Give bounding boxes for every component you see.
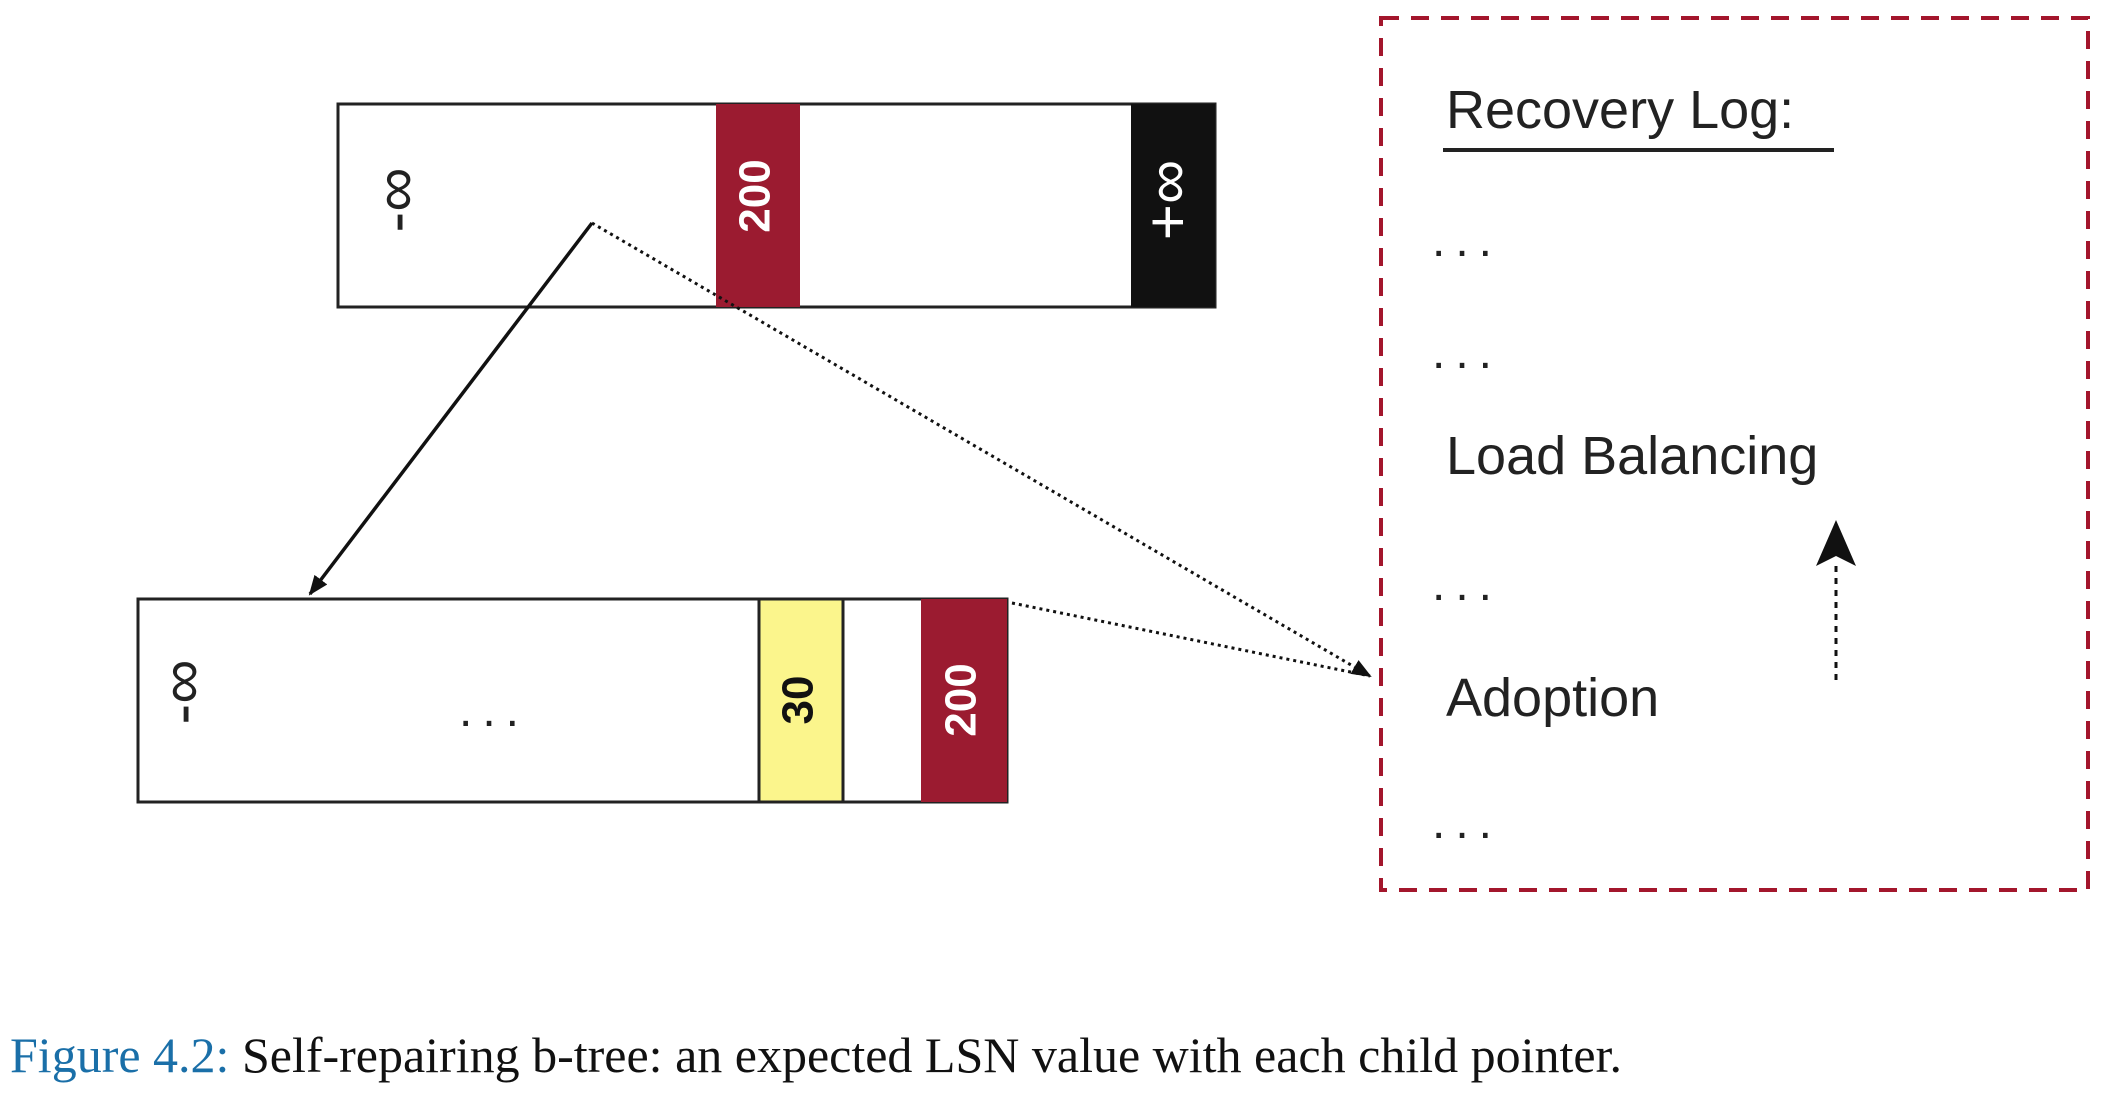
child-left-key: -∞: [147, 660, 216, 725]
parent-right-key: +∞: [1133, 160, 1202, 240]
log-order-arrowhead: [1816, 520, 1856, 566]
child-node: -∞ ... 30 200: [136, 597, 1009, 804]
figure-caption-label: Figure 4.2:: [10, 1027, 229, 1083]
recovery-log-title: Recovery Log:: [1446, 80, 1794, 140]
parent-separator-key: 200: [731, 159, 780, 232]
child-node-box: [136, 597, 1009, 804]
child-to-log-dotted-arrow: [1011, 601, 1371, 678]
child-yellow-key: 30: [774, 676, 823, 725]
child-pointer-arrow: [308, 221, 594, 596]
recovery-log: Recovery Log: ... ... Load Balancing ...…: [1379, 16, 2090, 892]
child-ellipsis: ...: [459, 684, 529, 737]
parent-node: -∞ 200 +∞: [336, 102, 1217, 309]
recovery-log-border: [1379, 16, 2090, 892]
child-yellow-key-cell: [757, 597, 845, 804]
child-lsn-cell: [921, 599, 1007, 802]
parent-right-key-cell: [1131, 104, 1215, 307]
recovery-log-entry: ...: [1432, 214, 1502, 267]
parent-left-key: -∞: [361, 168, 430, 233]
parent-separator-key-cell: [716, 104, 800, 307]
recovery-log-entry-adoption: Adoption: [1446, 668, 1659, 728]
child-expected-lsn: 200: [937, 663, 986, 736]
recovery-log-entry-load-balancing: Load Balancing: [1446, 426, 1818, 486]
figure-caption-text: Self-repairing b-tree: an expected LSN v…: [229, 1027, 1622, 1083]
recovery-log-entry: ...: [1432, 796, 1502, 849]
recovery-log-entry: ...: [1432, 326, 1502, 379]
recovery-log-entry: ...: [1432, 558, 1502, 611]
figure-caption: Figure 4.2: Self-repairing b-tree: an ex…: [10, 1027, 1622, 1083]
parent-to-log-dotted-arrow: [591, 221, 1372, 678]
